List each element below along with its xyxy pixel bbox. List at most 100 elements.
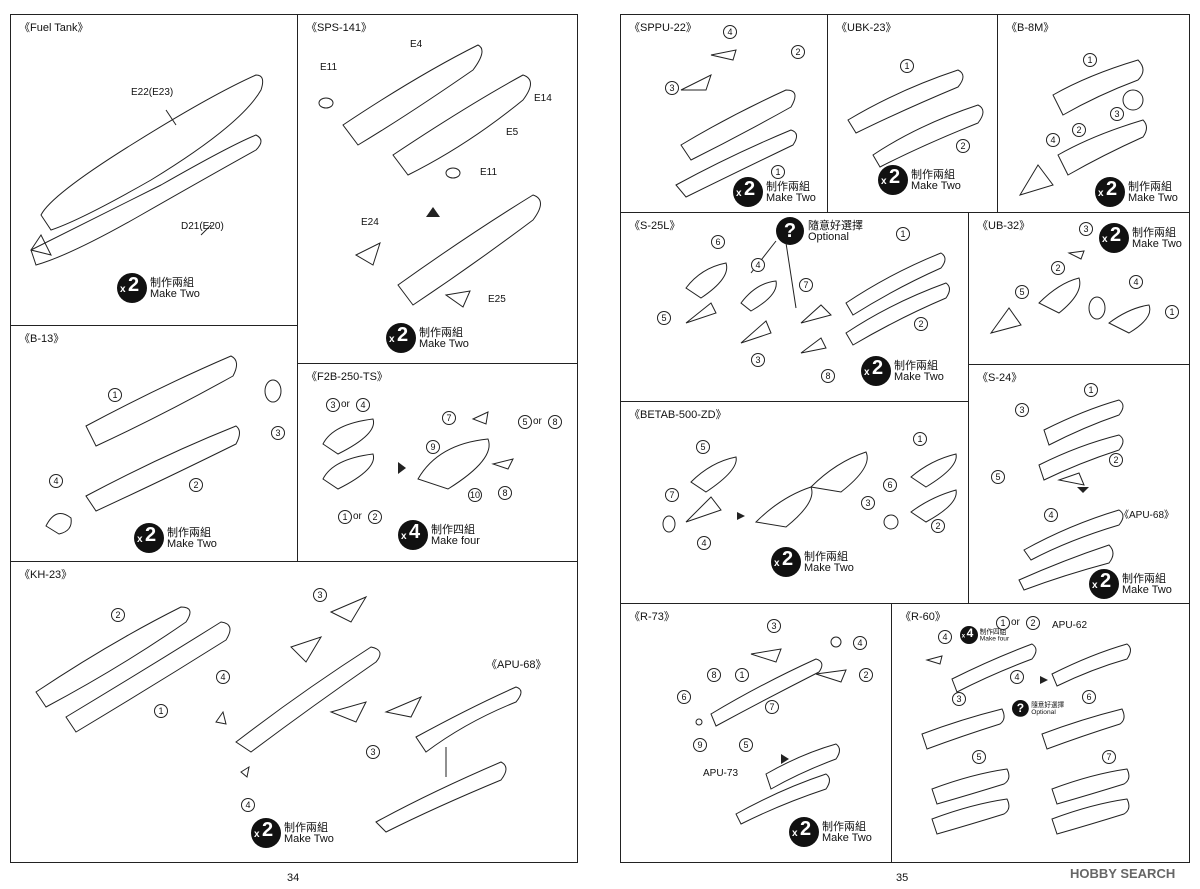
part-number: 10	[468, 488, 482, 502]
question-icon: ?	[1012, 700, 1029, 717]
panel-title: 《S-24》	[977, 372, 1023, 384]
part-label: E14	[534, 93, 552, 104]
make-text-zh: 制作四組	[979, 628, 1007, 636]
kh23-drawing	[35, 595, 522, 833]
part-number: 4	[853, 636, 867, 650]
make-text-en: Make Two	[766, 192, 816, 204]
fuel-tank-drawing	[30, 74, 264, 266]
make-text-zh: 制作兩組	[804, 551, 848, 563]
part-number: 1	[154, 704, 168, 718]
part-number: 1	[1084, 383, 1098, 397]
part-number: 4	[49, 474, 63, 488]
part-number: 3	[767, 619, 781, 633]
part-number: 4	[216, 670, 230, 684]
optional-text-en: Optional	[808, 231, 849, 243]
make-text-en: Make Two	[419, 338, 469, 350]
page-number: 35	[896, 872, 909, 884]
page-number: 34	[287, 872, 300, 884]
panel-title: 《B-13》	[19, 333, 65, 345]
part-number: 5	[518, 415, 532, 429]
make-text-zh: 制作兩組	[822, 821, 866, 833]
make-text-zh: 制作兩組	[1122, 573, 1166, 585]
part-label: E4	[410, 39, 423, 50]
panel-f2b: 《F2B-250-TS》 3 or 4 1 or 2 7 5 or 8 9 10…	[297, 363, 578, 562]
part-number: 5	[657, 311, 671, 325]
part-number: 1	[108, 388, 122, 402]
part-number: 2	[1072, 123, 1086, 137]
part-number: 3	[271, 426, 285, 440]
part-number: 8	[548, 415, 562, 429]
part-number: 8	[821, 369, 835, 383]
part-number: 5	[991, 470, 1005, 484]
part-number: 5	[1015, 285, 1029, 299]
make-text-zh: 制作兩組	[284, 822, 328, 834]
part-number: 7	[765, 700, 779, 714]
make-text-en: Make Two	[804, 562, 854, 574]
optional-text-zh: 隨意好選擇	[1031, 701, 1065, 709]
r60-drawing	[921, 643, 1131, 835]
panel-title: 《SPPU-22》	[629, 22, 697, 34]
optional-text-zh: 隨意好選擇	[808, 220, 863, 232]
betab-drawing	[662, 451, 957, 533]
part-label-or: or	[353, 511, 362, 522]
make-text-en: Make Two	[284, 833, 334, 845]
part-number: 4	[697, 536, 711, 550]
make-text-zh: 制作兩組	[1132, 227, 1176, 239]
part-number: 2	[189, 478, 203, 492]
make-text-en: Make Two	[1132, 238, 1182, 250]
part-number: 2	[368, 510, 382, 524]
part-number: 6	[883, 478, 897, 492]
part-number: 2	[111, 608, 125, 622]
panel-title: 《R-60》	[900, 611, 946, 623]
panel-title: 《KH-23》	[19, 569, 73, 581]
part-number: 6	[677, 690, 691, 704]
s24-drawing	[1018, 399, 1124, 591]
make-text-zh: 制作兩組	[1128, 181, 1172, 193]
part-number: 4	[938, 630, 952, 644]
part-number: 4	[1010, 670, 1024, 684]
ub32-drawing	[989, 250, 1151, 334]
part-number: 3	[861, 496, 875, 510]
make-text-en: Make Two	[167, 538, 217, 550]
panel-title: 《BETAB-500-ZD》	[629, 409, 727, 421]
part-number: 4	[356, 398, 370, 412]
part-number: 6	[1082, 690, 1096, 704]
part-number: 6	[711, 235, 725, 249]
part-number: 1	[771, 165, 785, 179]
part-number: 4	[723, 25, 737, 39]
apu-label: APU-73	[703, 768, 739, 779]
part-number: 3	[326, 398, 340, 412]
part-number: 1	[913, 432, 927, 446]
make-text-zh: 制作兩組	[766, 181, 810, 193]
part-number: 7	[442, 411, 456, 425]
panel-title: 《UBK-23》	[836, 22, 897, 34]
ubk23-drawing	[847, 69, 984, 168]
part-label-or: or	[341, 399, 350, 410]
part-number: 4	[241, 798, 255, 812]
r73-drawing	[695, 636, 847, 825]
part-number: 3	[366, 745, 380, 759]
part-number: 1	[900, 59, 914, 73]
part-label-or: or	[1011, 617, 1020, 628]
make-text-en: Make four	[431, 535, 480, 547]
part-number: 4	[751, 258, 765, 272]
panel-title: 《F2B-250-TS》	[306, 371, 388, 383]
part-number: 2	[859, 668, 873, 682]
part-number: 2	[956, 139, 970, 153]
panel-s25l: 《S-25L》 ? 隨意好選擇 Optional 6 4 5 3 7 8 1 2…	[620, 212, 969, 402]
part-label: E5	[506, 127, 519, 138]
part-number: 1	[735, 668, 749, 682]
